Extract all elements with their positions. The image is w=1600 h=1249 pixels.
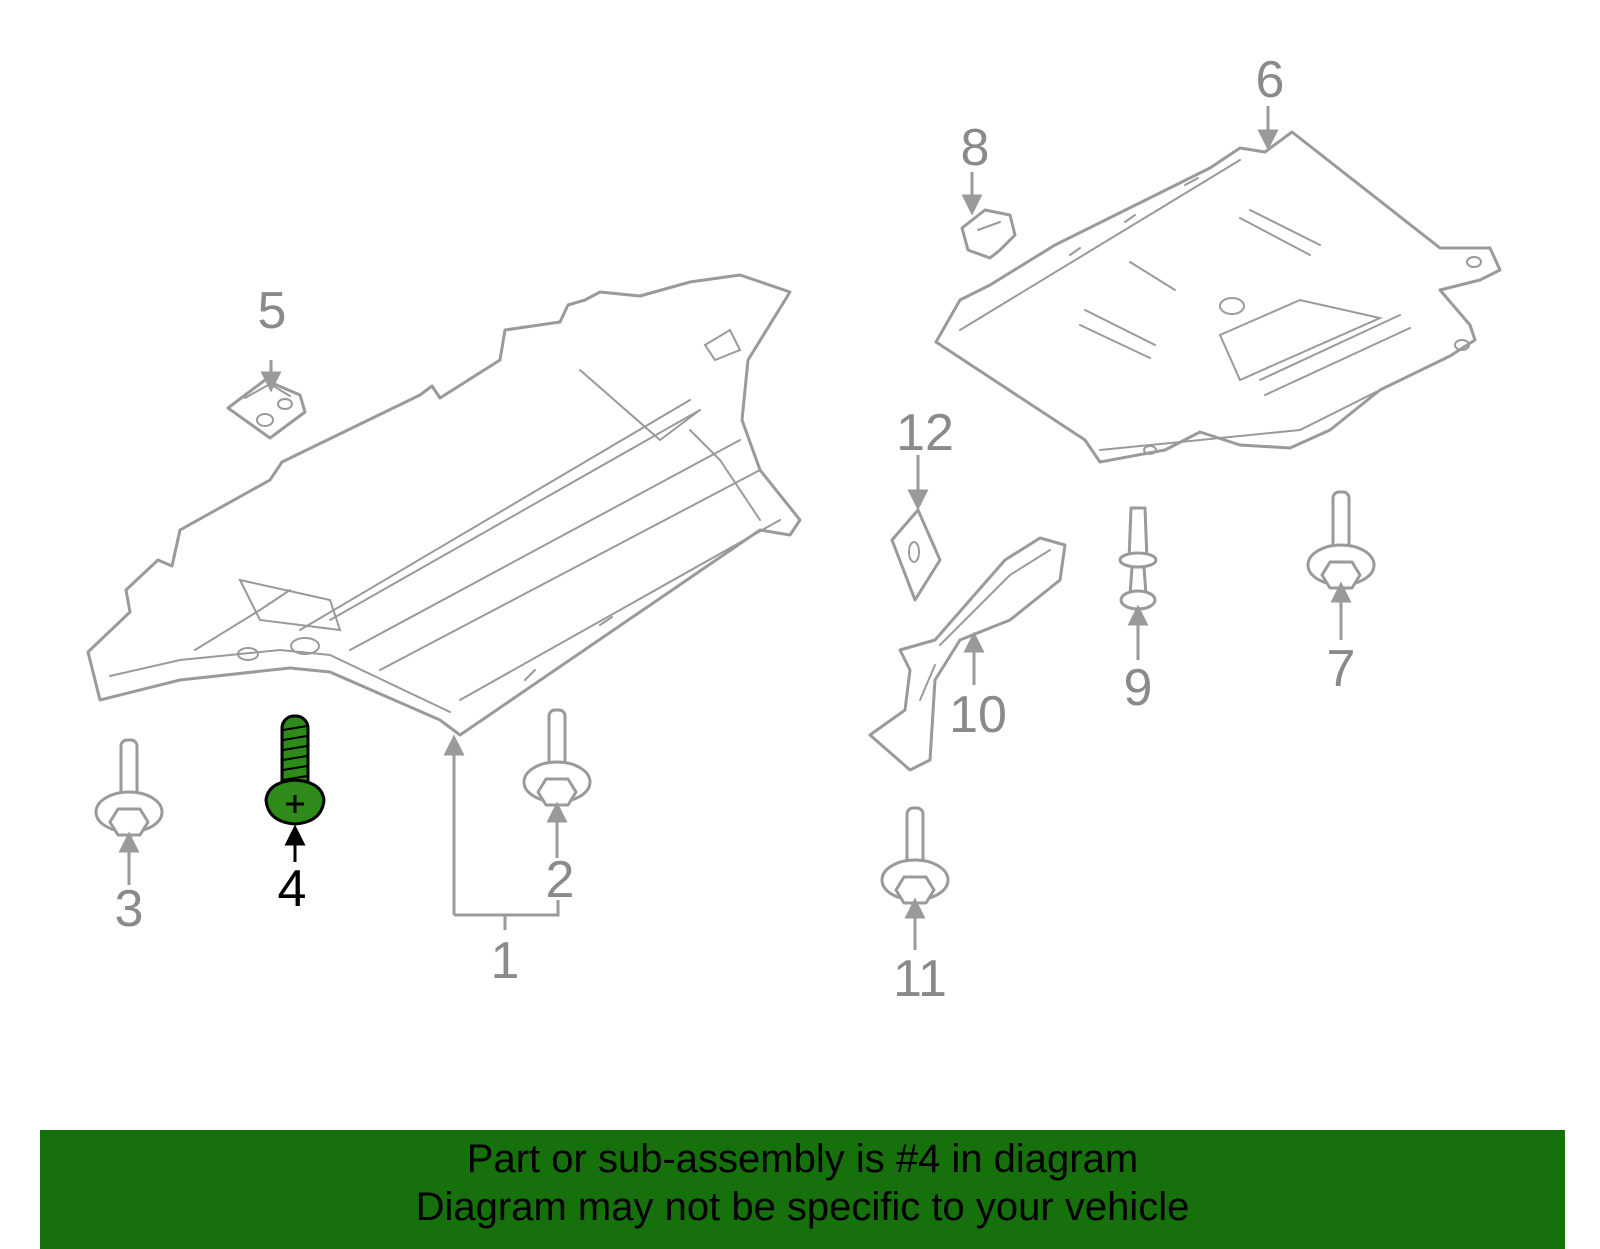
callout-12[interactable]: 12 — [896, 404, 954, 462]
part-1-front-splash-shield[interactable] — [86, 273, 802, 737]
part-3-flange-bolt[interactable] — [94, 738, 164, 837]
callout-labels: 1 2 3 4 5 6 7 8 9 10 11 12 — [115, 51, 1356, 1008]
callout-11[interactable]: 11 — [893, 950, 947, 1008]
info-banner: Part or sub-assembly is #4 in diagram Di… — [40, 1130, 1565, 1249]
callout-10[interactable]: 10 — [949, 686, 1007, 744]
callout-5[interactable]: 5 — [258, 282, 287, 340]
part-7-flange-bolt[interactable] — [1306, 490, 1376, 590]
part-5-bracket[interactable] — [226, 378, 307, 440]
part-10-air-deflector[interactable] — [868, 536, 1067, 772]
leader-lines — [118, 106, 1352, 950]
part-8-clip-nut[interactable] — [960, 208, 1017, 260]
callout-6[interactable]: 6 — [1256, 51, 1285, 109]
part-2-flange-bolt[interactable] — [522, 708, 592, 807]
callout-9[interactable]: 9 — [1124, 659, 1153, 717]
part-11-flange-bolt[interactable] — [880, 806, 950, 905]
callout-4[interactable]: 4 — [278, 860, 307, 918]
callout-8[interactable]: 8 — [961, 119, 990, 177]
part-4-screw-highlighted[interactable] — [264, 714, 326, 826]
part-9-push-pin[interactable] — [1118, 506, 1158, 611]
callout-7[interactable]: 7 — [1327, 640, 1356, 698]
callout-2[interactable]: 2 — [546, 851, 575, 909]
callout-3[interactable]: 3 — [115, 880, 144, 938]
banner-line-2: Diagram may not be specific to your vehi… — [415, 1185, 1190, 1229]
part-6-rear-underbody-shield[interactable] — [934, 130, 1502, 464]
callout-1[interactable]: 1 — [491, 932, 520, 990]
banner-line-1: Part or sub-assembly is #4 in diagram — [466, 1137, 1139, 1181]
part-12-plate[interactable] — [890, 508, 942, 602]
